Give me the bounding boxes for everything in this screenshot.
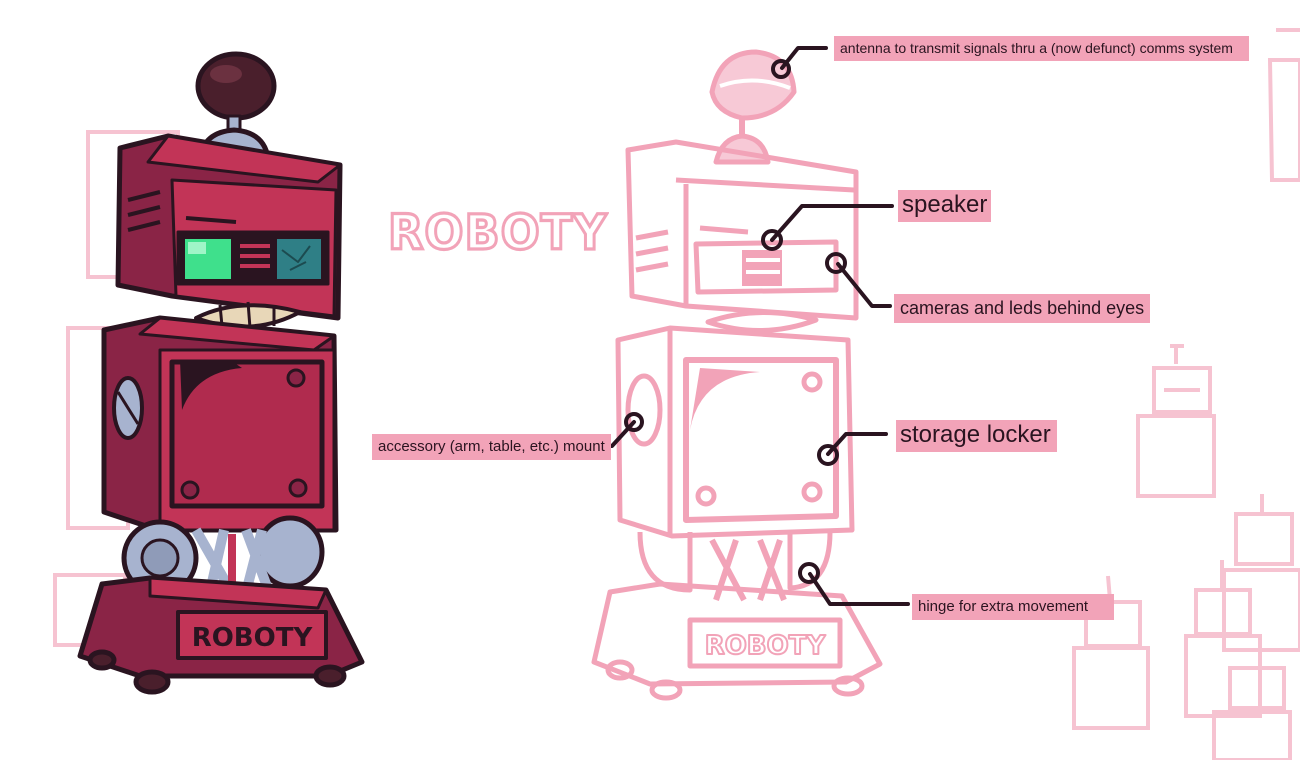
colored-robot: ROBOTY	[77, 51, 365, 695]
leader-cameras	[836, 262, 892, 308]
callout-leaders	[582, 46, 910, 606]
leader-hinge	[808, 572, 910, 606]
callout-storage-label: storage locker	[896, 420, 1057, 452]
base-nameplate	[176, 610, 328, 660]
antenna-ball-icon	[195, 51, 277, 121]
sketch-accessory-mount	[625, 373, 663, 447]
storage-locker-door	[169, 359, 325, 509]
right-eye-icon	[275, 237, 323, 281]
base-nameplate-text: ROBOTY	[192, 623, 314, 653]
locker-bolt-icon	[286, 368, 306, 388]
callout-antenna-label: antenna to transmit signals thru a (now …	[834, 36, 1249, 61]
background-mini-sketches	[1072, 28, 1300, 760]
leader-speaker	[770, 204, 894, 242]
callout-speaker-label: speaker	[898, 190, 992, 222]
title-roboty: ROBOTY	[386, 202, 608, 262]
sketch-base	[591, 581, 883, 687]
callout-cameras-label: cameras and leds behind eyes	[894, 294, 1151, 323]
sketch-hinge-legs	[709, 538, 787, 602]
callout-accessory-label: accessory (arm, table, etc.) mount	[372, 434, 611, 460]
sketch-visor	[693, 239, 839, 295]
hinge-legs-icon	[191, 527, 277, 603]
sketch-nameplate-text: ROBOTY	[705, 631, 827, 661]
callout-hinge-label: hinge for extra movement	[912, 594, 1115, 620]
sketch-head	[625, 139, 859, 321]
sketch-robot: ROBOTY	[591, 49, 883, 701]
